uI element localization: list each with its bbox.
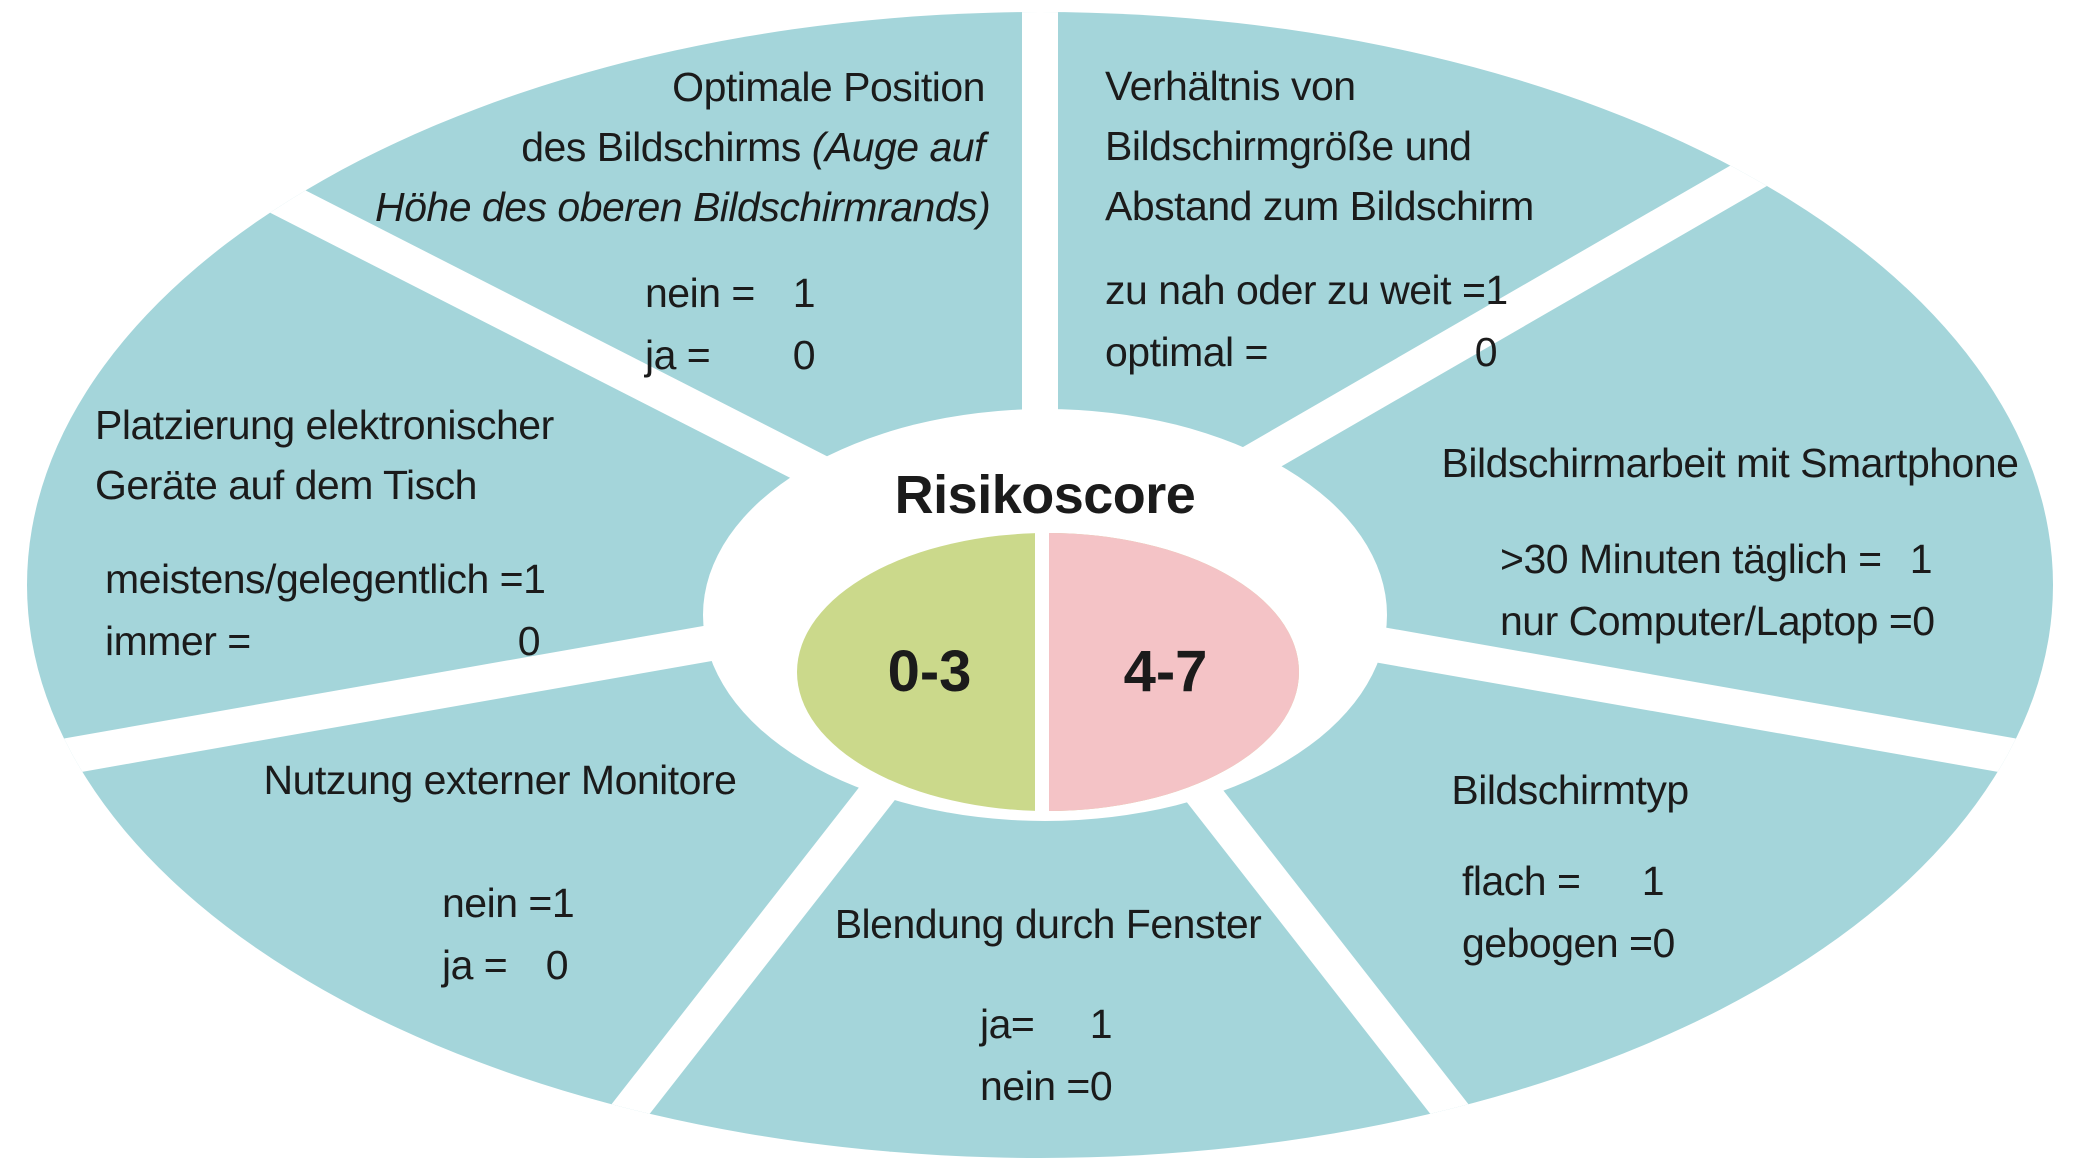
segment-title-line: Optimale Position <box>672 64 985 110</box>
option-label: immer = <box>105 618 251 664</box>
option-label: nein = <box>980 1063 1090 1109</box>
option-row: flach = 1 <box>1462 850 1665 912</box>
option-row: zu nah oder zu weit =1 <box>1105 259 1508 321</box>
option-row: ja = 0 <box>645 324 816 386</box>
segment-title: Optimale Position des Bildschirms (Auge a… <box>375 57 991 237</box>
option-value: 0 <box>1652 920 1675 966</box>
segment-options: >30 Minuten täglich = 1 nur Computer/Lapto… <box>1500 528 1935 652</box>
option-value: 0 <box>1474 329 1498 375</box>
score-low-range: 0-3 <box>887 639 972 704</box>
segment-title-line: Nutzung externer Monitore <box>263 757 737 803</box>
segment-title-line: Verhältnis von <box>1105 63 1356 109</box>
option-label: nur Computer/Laptop = <box>1500 598 1913 644</box>
option-row: nur Computer/Laptop =0 <box>1500 590 1935 652</box>
segment-title-line: Abstand zum Bildschirm <box>1105 183 1534 229</box>
option-row: nein =0 <box>980 1055 1113 1117</box>
option-label: nein = <box>442 880 552 926</box>
segment-title: Nutzung externer Monitore <box>250 750 750 810</box>
segment-title-line: Platzierung elektronischer <box>95 402 554 448</box>
segment-title-line: des Bildschirms (Auge auf <box>521 124 985 170</box>
risikoscore-title: Risikoscore <box>894 465 1196 525</box>
option-label: ja= <box>980 1001 1035 1047</box>
option-value: 1 <box>551 880 575 926</box>
segment-title: Bildschirmtyp <box>1320 760 1820 820</box>
segment-title: Bildschirmarbeit mit Smartphone <box>1430 433 2030 493</box>
option-label: optimal = <box>1105 329 1269 375</box>
option-value: 1 <box>1909 536 1933 582</box>
segment-title-line: Blendung durch Fenster <box>834 901 1262 947</box>
option-value: 0 <box>1912 598 1935 644</box>
option-value: 0 <box>1089 1063 1113 1109</box>
option-value: 1 <box>1641 858 1665 904</box>
option-label: nein = <box>645 270 755 316</box>
option-row: nein =1 <box>442 872 575 934</box>
segment-options: ja= 1 nein =0 <box>980 993 1113 1117</box>
option-label: >30 Minuten täglich = <box>1500 536 1882 582</box>
option-value: 1 <box>1485 267 1508 313</box>
option-label: zu nah oder zu weit = <box>1105 267 1486 313</box>
score-divider <box>1035 520 1049 820</box>
segment-options: meistens/gelegentlich =1 immer = 0 <box>105 548 546 672</box>
option-value: 0 <box>517 618 541 664</box>
segment-options: nein = 1 ja = 0 <box>645 262 816 386</box>
segment-title-line: Geräte auf dem Tisch <box>95 462 477 508</box>
segment-title-line: Bildschirmtyp <box>1451 767 1689 813</box>
option-value: 0 <box>792 332 816 378</box>
segment-options: nein =1 ja = 0 <box>442 872 575 996</box>
score-high-ellipse <box>1048 533 1299 811</box>
segment-title-line: Bildschirmarbeit mit Smartphone <box>1441 440 2019 486</box>
segment-title-line: Höhe des oberen Bildschirmrands) <box>375 184 991 230</box>
segment-options: flach = 1 gebogen =0 <box>1462 850 1675 974</box>
option-label: ja = <box>442 942 508 988</box>
option-value: 1 <box>1089 1001 1113 1047</box>
option-label: meistens/gelegentlich = <box>105 556 524 602</box>
option-row: optimal = 0 <box>1105 321 1498 383</box>
option-value: 1 <box>523 556 546 602</box>
option-row: immer = 0 <box>105 610 541 672</box>
segment-title: Blendung durch Fenster <box>798 894 1298 954</box>
option-value: 1 <box>792 270 816 316</box>
option-value: 0 <box>545 942 569 988</box>
option-row: nein = 1 <box>645 262 816 324</box>
segment-options: zu nah oder zu weit =1 optimal = 0 <box>1105 259 1508 383</box>
option-row: meistens/gelegentlich =1 <box>105 548 546 610</box>
option-label: ja = <box>645 332 711 378</box>
option-label: flach = <box>1462 858 1581 904</box>
option-row: >30 Minuten täglich = 1 <box>1500 528 1933 590</box>
option-label: gebogen = <box>1462 920 1653 966</box>
option-row: gebogen =0 <box>1462 912 1675 974</box>
option-row: ja = 0 <box>442 934 569 996</box>
option-row: ja= 1 <box>980 993 1113 1055</box>
score-high-range: 4-7 <box>1123 639 1208 704</box>
segment-title-line: Bildschirmgröße und <box>1105 123 1472 169</box>
